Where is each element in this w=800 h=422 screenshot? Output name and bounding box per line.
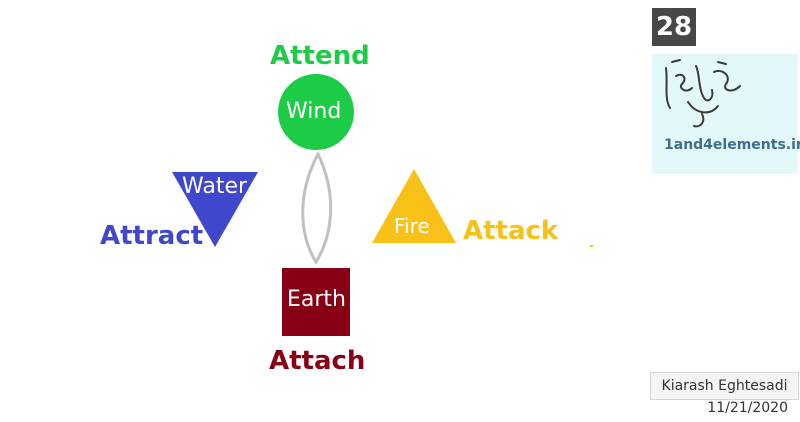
logo-caption: 1and4elements.ir	[664, 137, 800, 153]
page-number-badge: 28	[652, 8, 696, 46]
fire-triangle	[372, 169, 456, 243]
attract-label: Attract	[100, 221, 204, 251]
attend-label: Attend	[270, 41, 370, 71]
earth-square	[282, 268, 350, 336]
water-triangle	[172, 172, 258, 247]
fire-label: Fire	[394, 214, 430, 238]
water-label: Water	[182, 174, 248, 199]
wind-label: Wind	[286, 99, 342, 124]
attack-label: Attack	[463, 216, 559, 246]
logo-panel	[652, 54, 798, 174]
author-name: Kiarash Eghtesadi	[650, 372, 799, 400]
tiny-mark	[590, 245, 593, 247]
connector-leaf-shape	[301, 150, 333, 265]
slide-date: 11/21/2020	[707, 400, 788, 416]
calligraphy-logo-icon	[665, 59, 741, 128]
attach-label: Attach	[269, 346, 366, 376]
earth-label: Earth	[287, 287, 346, 312]
wind-circle	[278, 74, 354, 150]
